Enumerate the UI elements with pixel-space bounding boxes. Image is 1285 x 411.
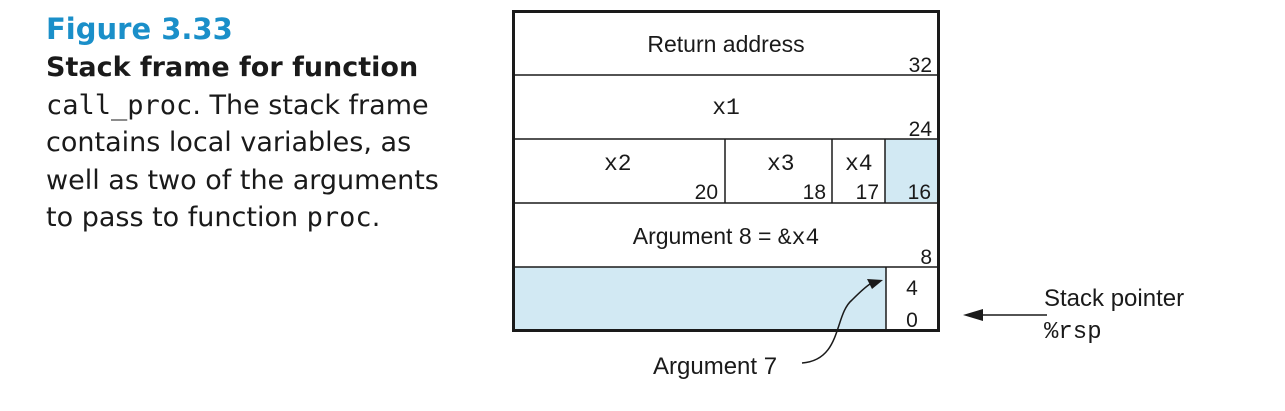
argument8-label: Argument 8 = &x4 bbox=[514, 223, 938, 251]
offset-24: 24 bbox=[908, 118, 932, 141]
argument7-pointer-curve bbox=[801, 283, 871, 364]
argument7-annotation: Argument 7 bbox=[653, 353, 778, 380]
return-address-label: Return address bbox=[647, 31, 805, 57]
stack-pointer-annotation: Stack pointer bbox=[1044, 285, 1185, 312]
offset-20: 20 bbox=[694, 181, 718, 204]
offset-16: 16 bbox=[907, 181, 931, 204]
caption-title: Stack frame for function bbox=[46, 52, 419, 83]
argument7-arrowhead bbox=[867, 279, 883, 289]
stack-pointer-arrowhead bbox=[963, 309, 983, 321]
x4-label: x4 bbox=[845, 151, 873, 177]
caption-callee-name: proc bbox=[306, 202, 372, 233]
offset-0: 0 bbox=[906, 309, 918, 332]
offset-17: 17 bbox=[855, 181, 879, 204]
stack-frame-diagram: Return address 32 x1 24 x2 20 x3 18 x4 1… bbox=[512, 10, 1047, 364]
argument8-text: Argument 8 = bbox=[632, 223, 778, 249]
x2-label: x2 bbox=[604, 151, 632, 177]
figure-caption: Figure 3.33 Stack frame for function cal… bbox=[46, 12, 446, 237]
caption-end: . bbox=[371, 202, 381, 233]
offset-32: 32 bbox=[908, 54, 932, 77]
register-name: %rsp bbox=[1044, 319, 1102, 346]
stack-frame-lines bbox=[512, 10, 1047, 364]
x3-label: x3 bbox=[767, 151, 795, 177]
x1-label: x1 bbox=[712, 95, 740, 121]
caption-body: Stack frame for function call_proc. The … bbox=[46, 49, 446, 237]
register-annotation: %rsp bbox=[1044, 317, 1102, 347]
caption-text: . The stack frame contains local variabl… bbox=[46, 89, 439, 234]
figure-label: Figure 3.33 bbox=[46, 12, 233, 46]
padding-cell bbox=[885, 139, 938, 202]
caption-function-name: call_proc bbox=[46, 89, 193, 121]
offset-8: 8 bbox=[920, 246, 932, 269]
offset-18: 18 bbox=[802, 181, 826, 204]
frame-border bbox=[512, 10, 940, 332]
argument7-row bbox=[514, 267, 886, 330]
offset-4: 4 bbox=[906, 277, 918, 300]
argument8-value: &x4 bbox=[777, 225, 820, 251]
